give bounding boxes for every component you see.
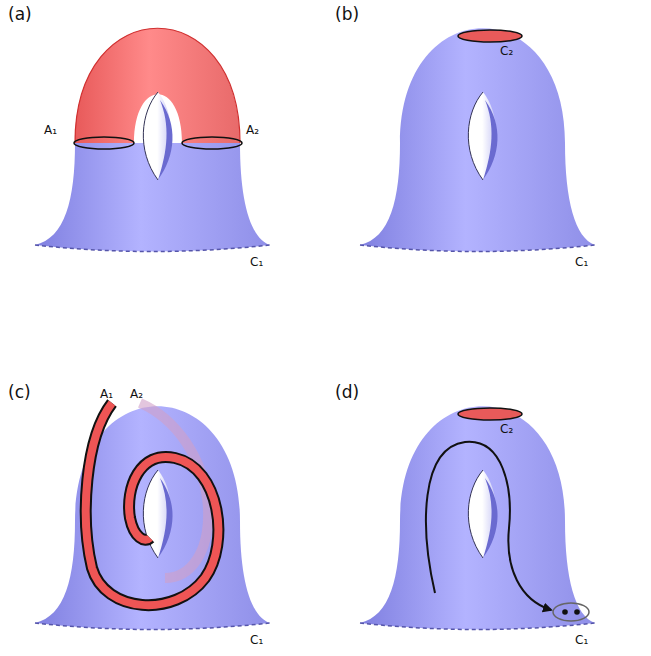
part-label: A₂ [130, 388, 143, 401]
panel-b [360, 28, 595, 251]
part-label: A₁ [100, 388, 113, 401]
part-label: C₁ [250, 256, 263, 269]
panel-a [35, 28, 270, 251]
panel-letter: (c) [8, 383, 31, 402]
panel-letter: (b) [335, 5, 359, 24]
panel-letter: (a) [8, 5, 32, 24]
part-label: C₂ [500, 45, 513, 58]
part-label: A₂ [246, 124, 259, 137]
panel-c [35, 403, 270, 630]
part-label: C₁ [575, 256, 588, 269]
part-label: C₂ [500, 423, 513, 436]
part-label: C₁ [575, 634, 588, 647]
part-label: C₁ [250, 634, 263, 647]
panel-letter: (d) [335, 383, 359, 402]
part-label: A₁ [44, 124, 57, 137]
panel-d [360, 406, 595, 629]
